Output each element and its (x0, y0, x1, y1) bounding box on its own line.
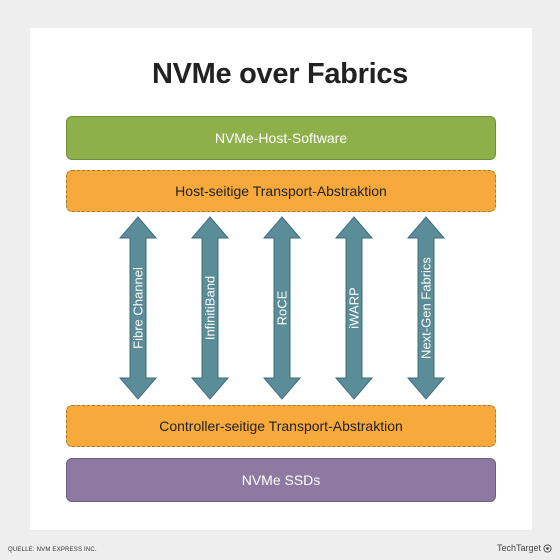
fabric-arrow-fibre-channel: Fibre Channel (118, 216, 158, 400)
target-icon (543, 543, 552, 553)
double-arrow-icon (334, 216, 374, 400)
layer-ssds: NVMe SSDs (66, 458, 496, 502)
fabric-arrow-next-gen: Next-Gen Fabrics (406, 216, 446, 400)
brand-logo: TechTarget (497, 543, 552, 553)
fabric-arrow-infiniband: InfinitiBand (190, 216, 230, 400)
double-arrow-icon (118, 216, 158, 400)
fabric-label: InfinitiBand (202, 275, 218, 341)
layer-controller-transport-label: Controller-seitige Transport-Abstraktion (159, 418, 403, 434)
layer-host-transport-label: Host-seitige Transport-Abstraktion (175, 183, 387, 199)
layer-host-software: NVMe-Host-Software (66, 116, 496, 160)
fabric-label: RoCE (274, 290, 290, 326)
fabric-arrow-roce: RoCE (262, 216, 302, 400)
double-arrow-icon (406, 216, 446, 400)
fabric-label: Fibre Channel (130, 267, 146, 349)
layer-host-transport: Host-seitige Transport-Abstraktion (66, 170, 496, 212)
layer-ssds-label: NVMe SSDs (241, 472, 321, 488)
double-arrow-icon (262, 216, 302, 400)
fabric-arrow-iwarp: iWARP (334, 216, 374, 400)
source-credit: QUELLE: NVM EXPRESS INC. (8, 547, 97, 553)
fabric-label: Next-Gen Fabrics (418, 257, 434, 359)
fabric-label: iWARP (346, 287, 362, 329)
brand-name: TechTarget (496, 543, 541, 553)
diagram-title: NVMe over Fabrics (152, 58, 408, 90)
layer-host-software-label: NVMe-Host-Software (214, 130, 348, 146)
layer-controller-transport: Controller-seitige Transport-Abstraktion (66, 405, 496, 447)
double-arrow-icon (190, 216, 230, 400)
